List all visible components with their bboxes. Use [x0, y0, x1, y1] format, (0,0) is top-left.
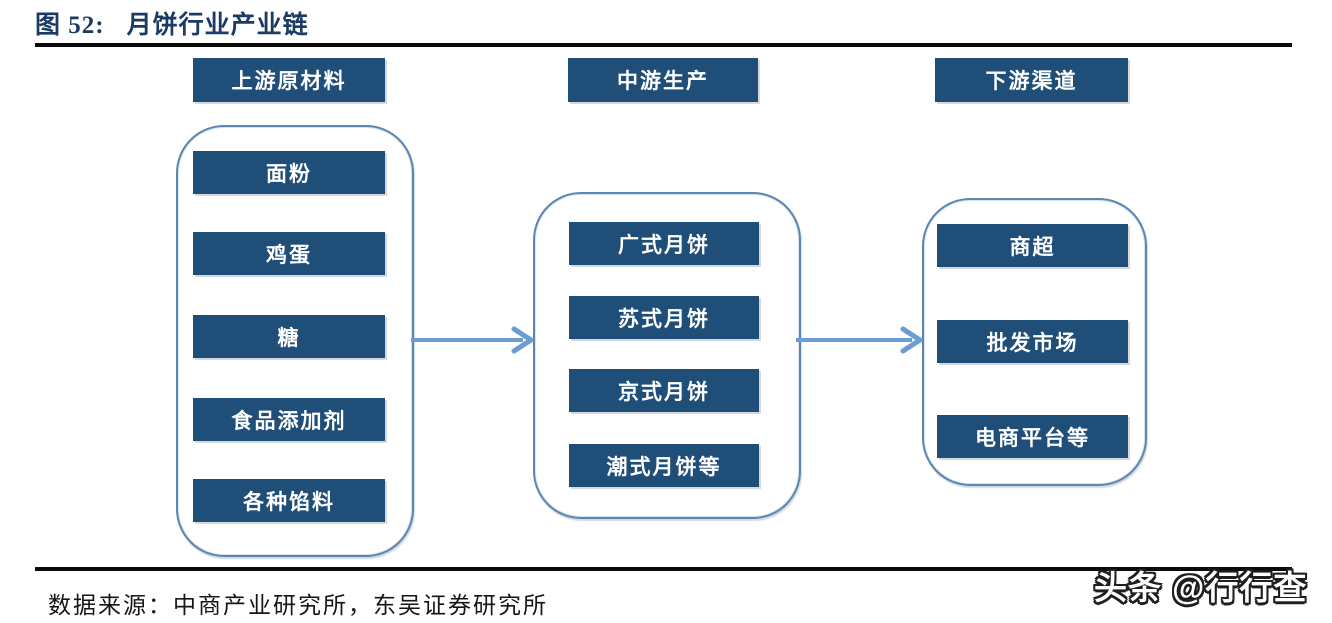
chain-node-flour: 面粉 [193, 151, 385, 194]
figure-label: 图 52: [35, 12, 105, 39]
chain-node-additives: 食品添加剂 [193, 398, 385, 441]
chain-node-fillings: 各种馅料 [193, 479, 385, 522]
chain-node-cantonese-mooncake: 广式月饼 [569, 222, 759, 265]
bottom-rule [35, 567, 1292, 571]
arrow-midstream-to-downstream-icon [796, 326, 923, 354]
chain-node-wholesale-market: 批发市场 [937, 320, 1128, 363]
chain-node-ecommerce: 电商平台等 [937, 415, 1128, 458]
source-note: 数据来源：中商产业研究所，东吴证券研究所 [48, 593, 548, 618]
container-downstream [922, 198, 1147, 486]
chain-node-sugar: 糖 [193, 315, 385, 358]
container-midstream [533, 192, 801, 519]
chain-node-supermarket: 商超 [937, 224, 1128, 267]
top-rule [35, 43, 1292, 47]
arrow-upstream-to-midstream-icon [411, 326, 534, 354]
column-header-downstream: 下游渠道 [935, 58, 1128, 102]
watermark: 头条 @行行查 [1094, 569, 1308, 606]
chain-node-eggs: 鸡蛋 [193, 232, 385, 275]
column-header-upstream: 上游原材料 [193, 58, 385, 102]
column-header-midstream: 中游生产 [568, 58, 758, 102]
chain-node-chaozhou-mooncake: 潮式月饼等 [569, 444, 759, 487]
figure-title: 图 52: 月饼行业产业链 [35, 5, 309, 41]
chain-node-beijing-mooncake: 京式月饼 [569, 369, 759, 412]
chain-node-suzhou-mooncake: 苏式月饼 [569, 296, 759, 339]
figure-name: 月饼行业产业链 [126, 12, 309, 39]
